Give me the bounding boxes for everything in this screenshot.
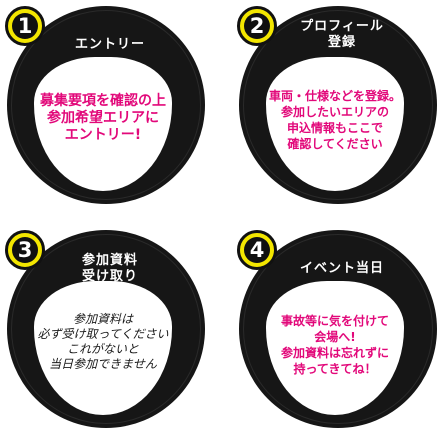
step-number-badge: 3 [5, 230, 45, 270]
step-description: 事故等に気を付けて 会場へ! 参加資料は忘れずに 持ってきてね！ [280, 314, 389, 376]
step-content-panel [266, 281, 404, 415]
step-number: 4 [249, 237, 265, 262]
step-card-materials: 3 参加資料 受け取り 参加資料は 必ず受け取ってください これがないと 当日参… [1, 225, 211, 435]
step-content-panel [34, 57, 172, 191]
step-content-panel [266, 57, 404, 191]
step-title: プロフィール 登録 [300, 19, 384, 50]
step-number-badge: 2 [237, 6, 277, 46]
step-title: 参加資料 受け取り [81, 253, 138, 284]
step-number: 3 [17, 237, 33, 262]
step-title: エントリー [74, 37, 145, 52]
step-card-entry: 1 エントリー 募集要項を確認の上 参加希望エリアに エントリー! [1, 1, 211, 211]
step-content-panel [34, 281, 172, 415]
step-description: 車両・仕様などを登録。 参加したいエリアの 申込情報もここで 確認してください [269, 89, 402, 151]
step-number: 1 [17, 13, 33, 38]
step-title: イベント当日 [299, 261, 384, 276]
step-description: 募集要項を確認の上 参加希望エリアに エントリー! [40, 93, 166, 143]
step-card-profile: 2 プロフィール 登録 車両・仕様などを登録。 参加したいエリアの 申込情報もこ… [233, 1, 443, 211]
step-number: 2 [249, 13, 265, 38]
step-description: 参加資料は 必ず受け取ってください これがないと 当日参加できません [37, 312, 169, 371]
step-card-event-day: 4 イベント当日 事故等に気を付けて 会場へ! 参加資料は忘れずに 持ってきてね… [233, 225, 443, 435]
step-number-badge: 1 [5, 6, 45, 46]
step-number-badge: 4 [237, 230, 277, 270]
